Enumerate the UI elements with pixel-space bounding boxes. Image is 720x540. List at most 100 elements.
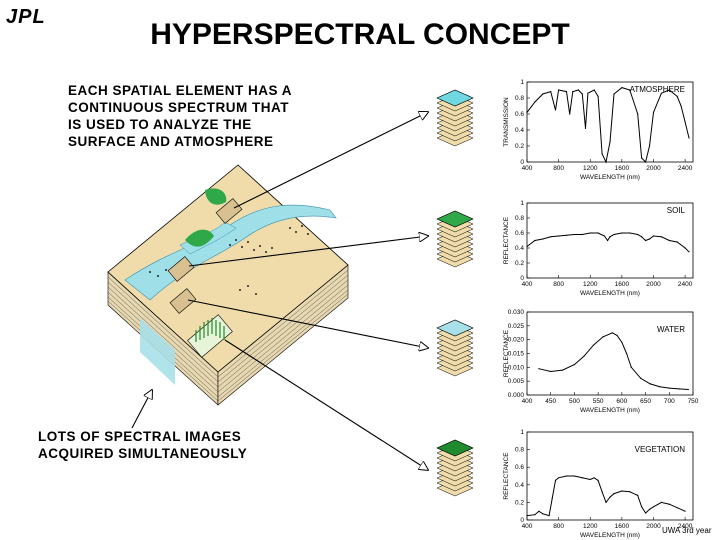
- spectrum-point: [550, 91, 552, 93]
- arrow-atmosphere: [233, 112, 428, 209]
- spectrum-point: [616, 334, 618, 337]
- x-axis-label: WAVELENGTH (nm): [580, 290, 640, 297]
- spectrum-point: [652, 506, 655, 508]
- spectrum-line: [538, 332, 689, 390]
- spectrum-point: [565, 475, 568, 477]
- x-tick-label: 2400: [678, 165, 693, 172]
- spectrum-point: [558, 89, 560, 91]
- panel-label: ATMOSPHERE: [630, 85, 685, 94]
- spectrum-point: [640, 377, 642, 379]
- spectrum-point: [526, 515, 528, 517]
- pixel-stack: [436, 439, 474, 497]
- spectrum-point: [652, 111, 655, 113]
- page-title: HYPERSPECTRAL CONCEPT: [150, 18, 570, 51]
- spectrum-point: [562, 369, 564, 371]
- spectrum-point: [554, 109, 557, 111]
- caption-line: EACH SPATIAL ELEMENT HAS A: [68, 83, 293, 98]
- y-tick-label: 0.030: [508, 309, 525, 316]
- spectrum-point: [645, 161, 647, 163]
- y-axis-label: REFLECTANCE: [503, 216, 510, 264]
- y-tick-label: 0.2: [515, 499, 524, 506]
- spectrum-point: [676, 507, 678, 509]
- y-tick-label: 1: [520, 200, 524, 207]
- spectrum-point: [573, 233, 576, 236]
- y-tick-label: 0.4: [515, 245, 524, 252]
- pixel-stack: [436, 89, 474, 147]
- spectrum-point: [601, 491, 603, 493]
- spectrum-point: [589, 478, 591, 481]
- x-tick-label: 700: [664, 398, 675, 405]
- spectrum-point: [601, 153, 603, 155]
- spectrum-point: [637, 113, 639, 115]
- x-axis-label: WAVELENGTH (nm): [580, 407, 640, 414]
- plot-frame: [526, 81, 694, 163]
- x-tick-label: 1200: [583, 523, 598, 530]
- spectrum-point: [526, 245, 528, 248]
- x-tick-label: 400: [522, 165, 533, 172]
- spectrum-point: [676, 241, 678, 243]
- plot-frame: [526, 202, 694, 279]
- spectrum-point: [660, 92, 663, 94]
- x-tick-label: 400: [522, 281, 533, 288]
- caption-line: IS USED TO ANALYZE THE: [68, 117, 252, 132]
- spectrum-point: [609, 496, 611, 498]
- x-tick-label: 650: [640, 398, 651, 405]
- spectrum-point: [565, 91, 568, 93]
- plot-frame: [526, 431, 694, 521]
- spectrum-point: [630, 366, 632, 368]
- spectrum-point: [621, 341, 623, 343]
- arrow-caption: [131, 390, 152, 429]
- y-tick-label: 0.005: [508, 378, 525, 385]
- arrow-vegetation: [224, 339, 428, 470]
- y-tick-label: 0.015: [508, 351, 525, 358]
- spectrum-point: [542, 238, 544, 240]
- jpl-logo: JPL: [6, 6, 46, 28]
- vegetation-field: [195, 318, 225, 342]
- spectrum-point: [609, 141, 611, 143]
- y-tick-label: 0.010: [508, 364, 525, 371]
- x-tick-label: 2000: [646, 165, 661, 172]
- x-tick-label: 400: [522, 523, 533, 530]
- caption-line: SURFACE AND ATMOSPHERE: [68, 134, 274, 149]
- spectrum-point: [668, 387, 670, 389]
- spectrum-point: [597, 232, 599, 234]
- spectrum-point: [613, 93, 615, 95]
- y-tick-label: 1: [520, 79, 524, 86]
- spectrum-point: [613, 493, 615, 495]
- spectrum-point: [629, 232, 631, 234]
- spectrum-point: [678, 388, 680, 390]
- x-axis-label: WAVELENGTH (nm): [580, 532, 640, 539]
- spectrum-point: [668, 89, 670, 91]
- spectrum-point: [605, 161, 607, 163]
- spectrum-point: [550, 370, 552, 373]
- spectrum-point: [660, 236, 663, 238]
- x-tick-label: 2400: [678, 281, 693, 288]
- spectrum-point: [648, 238, 651, 240]
- caption-line: CONTINUOUS SPECTRUM THAT: [68, 100, 289, 115]
- spectrum-point: [621, 87, 623, 89]
- y-tick-label: 0.8: [515, 215, 524, 222]
- x-tick-label: 1200: [583, 165, 598, 172]
- spectrum-point: [659, 386, 661, 388]
- spectrum-point: [645, 239, 647, 242]
- y-axis-label: TRANSMISSION: [503, 97, 510, 147]
- spectrum-point: [626, 352, 628, 355]
- y-tick-label: 0: [520, 517, 524, 524]
- y-tick-label: 0.8: [515, 447, 524, 454]
- spectrum-point: [534, 514, 536, 516]
- spectrum-point: [680, 105, 682, 107]
- panel-label: WATER: [657, 325, 685, 334]
- spectrum-point: [649, 383, 651, 385]
- spectrum-point: [558, 477, 560, 479]
- spectrum-point: [534, 101, 536, 103]
- y-tick-label: 0.4: [515, 127, 524, 134]
- spectrum-point: [584, 127, 587, 129]
- spectrum-point: [565, 234, 568, 236]
- x-tick-label: 1200: [583, 281, 598, 288]
- spectrum-point: [611, 332, 614, 334]
- spectrum-point: [621, 490, 623, 492]
- y-tick-label: 0.6: [515, 230, 524, 237]
